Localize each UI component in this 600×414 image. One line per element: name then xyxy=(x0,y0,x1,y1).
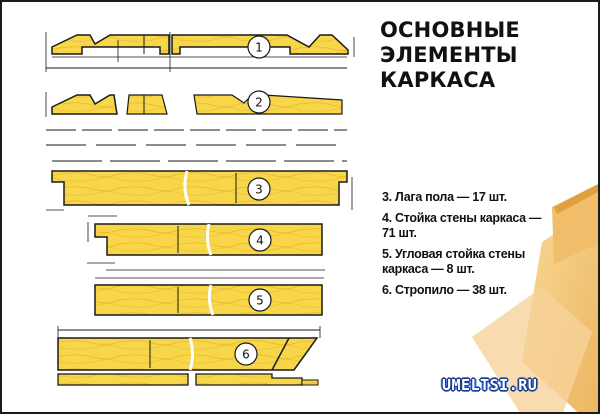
part-2-number: 2 xyxy=(255,96,263,110)
legend-item-3: 3. Лага пола — 17 шт. xyxy=(382,190,507,204)
part-5-drawing: 5 xyxy=(94,284,323,316)
part-4-drawing: 4 xyxy=(87,215,325,279)
title-line-3: КАРКАСА xyxy=(380,68,496,92)
part-1-drawing: 1 xyxy=(45,32,355,72)
legend-item-4: 4. Стойка стены каркаса — 71 шт. xyxy=(382,211,542,240)
lumber-photo xyxy=(472,184,598,414)
legend-item-6: 6. Стропило — 38 шт. xyxy=(382,283,507,297)
title-line-1: ОСНОВНЫЕ xyxy=(380,18,520,42)
part-2-drawing: 2 xyxy=(45,90,347,146)
part-4-number: 4 xyxy=(256,234,264,248)
part-3-number: 3 xyxy=(255,183,263,197)
site-watermark: UMELTSI.RU xyxy=(442,376,538,394)
part-3-drawing: 3 xyxy=(46,160,353,211)
title-line-2: ЭЛЕМЕНТЫ xyxy=(380,43,518,67)
part-5-number: 5 xyxy=(256,294,264,308)
legend-item-5: 5. Угловая стойка стены каркаса — 8 шт. xyxy=(382,247,526,276)
page-title: ОСНОВНЫЕ ЭЛЕМЕНТЫ КАРКАСА xyxy=(380,18,520,93)
part-6-number: 6 xyxy=(242,348,250,362)
part-6-drawing: 6 xyxy=(57,326,321,386)
parts-legend: 3. Лага пола — 17 шт. 4. Стойка стены ка… xyxy=(382,190,557,304)
part-1-number: 1 xyxy=(255,41,263,55)
